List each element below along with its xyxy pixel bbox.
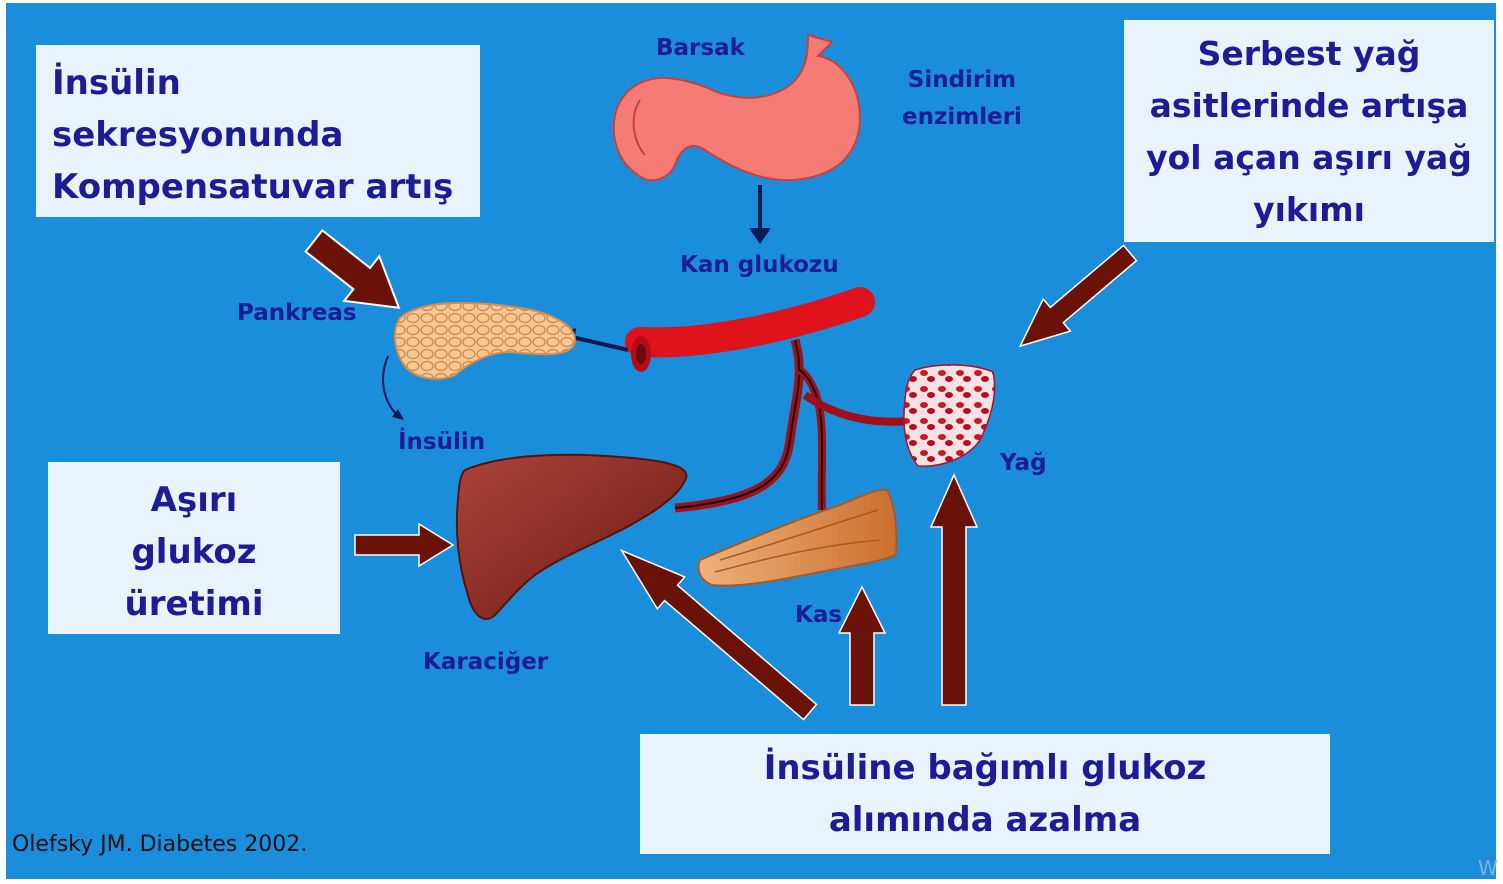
box-glucose-uptake: İnsüline bağımlı glukoz alımında azalma bbox=[640, 734, 1330, 854]
label-barsak: Barsak bbox=[656, 34, 745, 62]
label-sindirim-line: Sindirim bbox=[902, 62, 1022, 99]
box-glucose-production-line: glukoz bbox=[48, 526, 340, 578]
box-insulin-secretion-line: İnsülin bbox=[52, 57, 480, 109]
box-insulin-secretion-line: Kompensatuvar artış bbox=[52, 161, 480, 213]
box-glucose-production: Aşırı glukoz üretimi bbox=[48, 462, 340, 634]
pancreas-icon bbox=[395, 303, 575, 379]
fat-tissue-icon bbox=[904, 365, 995, 466]
insulin-secretion-arrow-icon bbox=[383, 356, 404, 420]
box-glucose-uptake-line: alımında azalma bbox=[640, 794, 1330, 846]
box-free-fatty-acids-line: yol açan aşırı yağ bbox=[1124, 132, 1494, 184]
arrow-uptake-to-muscle-icon bbox=[839, 587, 885, 705]
box-glucose-uptake-line: İnsüline bağımlı glukoz bbox=[640, 742, 1330, 794]
arrow-uptake-to-fat-icon bbox=[931, 475, 977, 705]
label-sindirim-enzimleri: Sindirim enzimleri bbox=[902, 62, 1022, 136]
box-insulin-secretion-line: sekresyonunda bbox=[52, 109, 480, 161]
label-kas: Kas bbox=[795, 601, 842, 629]
arrow-to-fat-icon bbox=[1007, 237, 1144, 362]
box-free-fatty-acids-line: yıkımı bbox=[1124, 184, 1494, 236]
citation: Olefsky JM. Diabetes 2002. bbox=[12, 832, 307, 857]
arrow-to-liver-icon bbox=[355, 524, 453, 566]
label-kan-glukozu: Kan glukozu bbox=[680, 251, 839, 279]
box-free-fatty-acids: Serbest yağ asitlerinde artışa yol açan … bbox=[1124, 20, 1494, 242]
muscle-icon bbox=[699, 490, 897, 586]
watermark: W bbox=[1478, 856, 1498, 880]
digestion-arrow-icon bbox=[749, 185, 771, 244]
box-glucose-production-line: üretimi bbox=[48, 578, 340, 630]
box-free-fatty-acids-line: asitlerinde artışa bbox=[1124, 80, 1494, 132]
label-karaciger: Karaciğer bbox=[423, 648, 548, 676]
box-insulin-secretion: İnsülin sekresyonunda Kompensatuvar artı… bbox=[36, 45, 480, 217]
box-glucose-production-line: Aşırı bbox=[48, 474, 340, 526]
label-pankreas: Pankreas bbox=[237, 299, 357, 327]
label-yag: Yağ bbox=[1000, 449, 1047, 477]
label-insulin: İnsülin bbox=[398, 428, 485, 456]
box-free-fatty-acids-line: Serbest yağ bbox=[1124, 28, 1494, 80]
label-sindirim-line: enzimleri bbox=[902, 99, 1022, 136]
